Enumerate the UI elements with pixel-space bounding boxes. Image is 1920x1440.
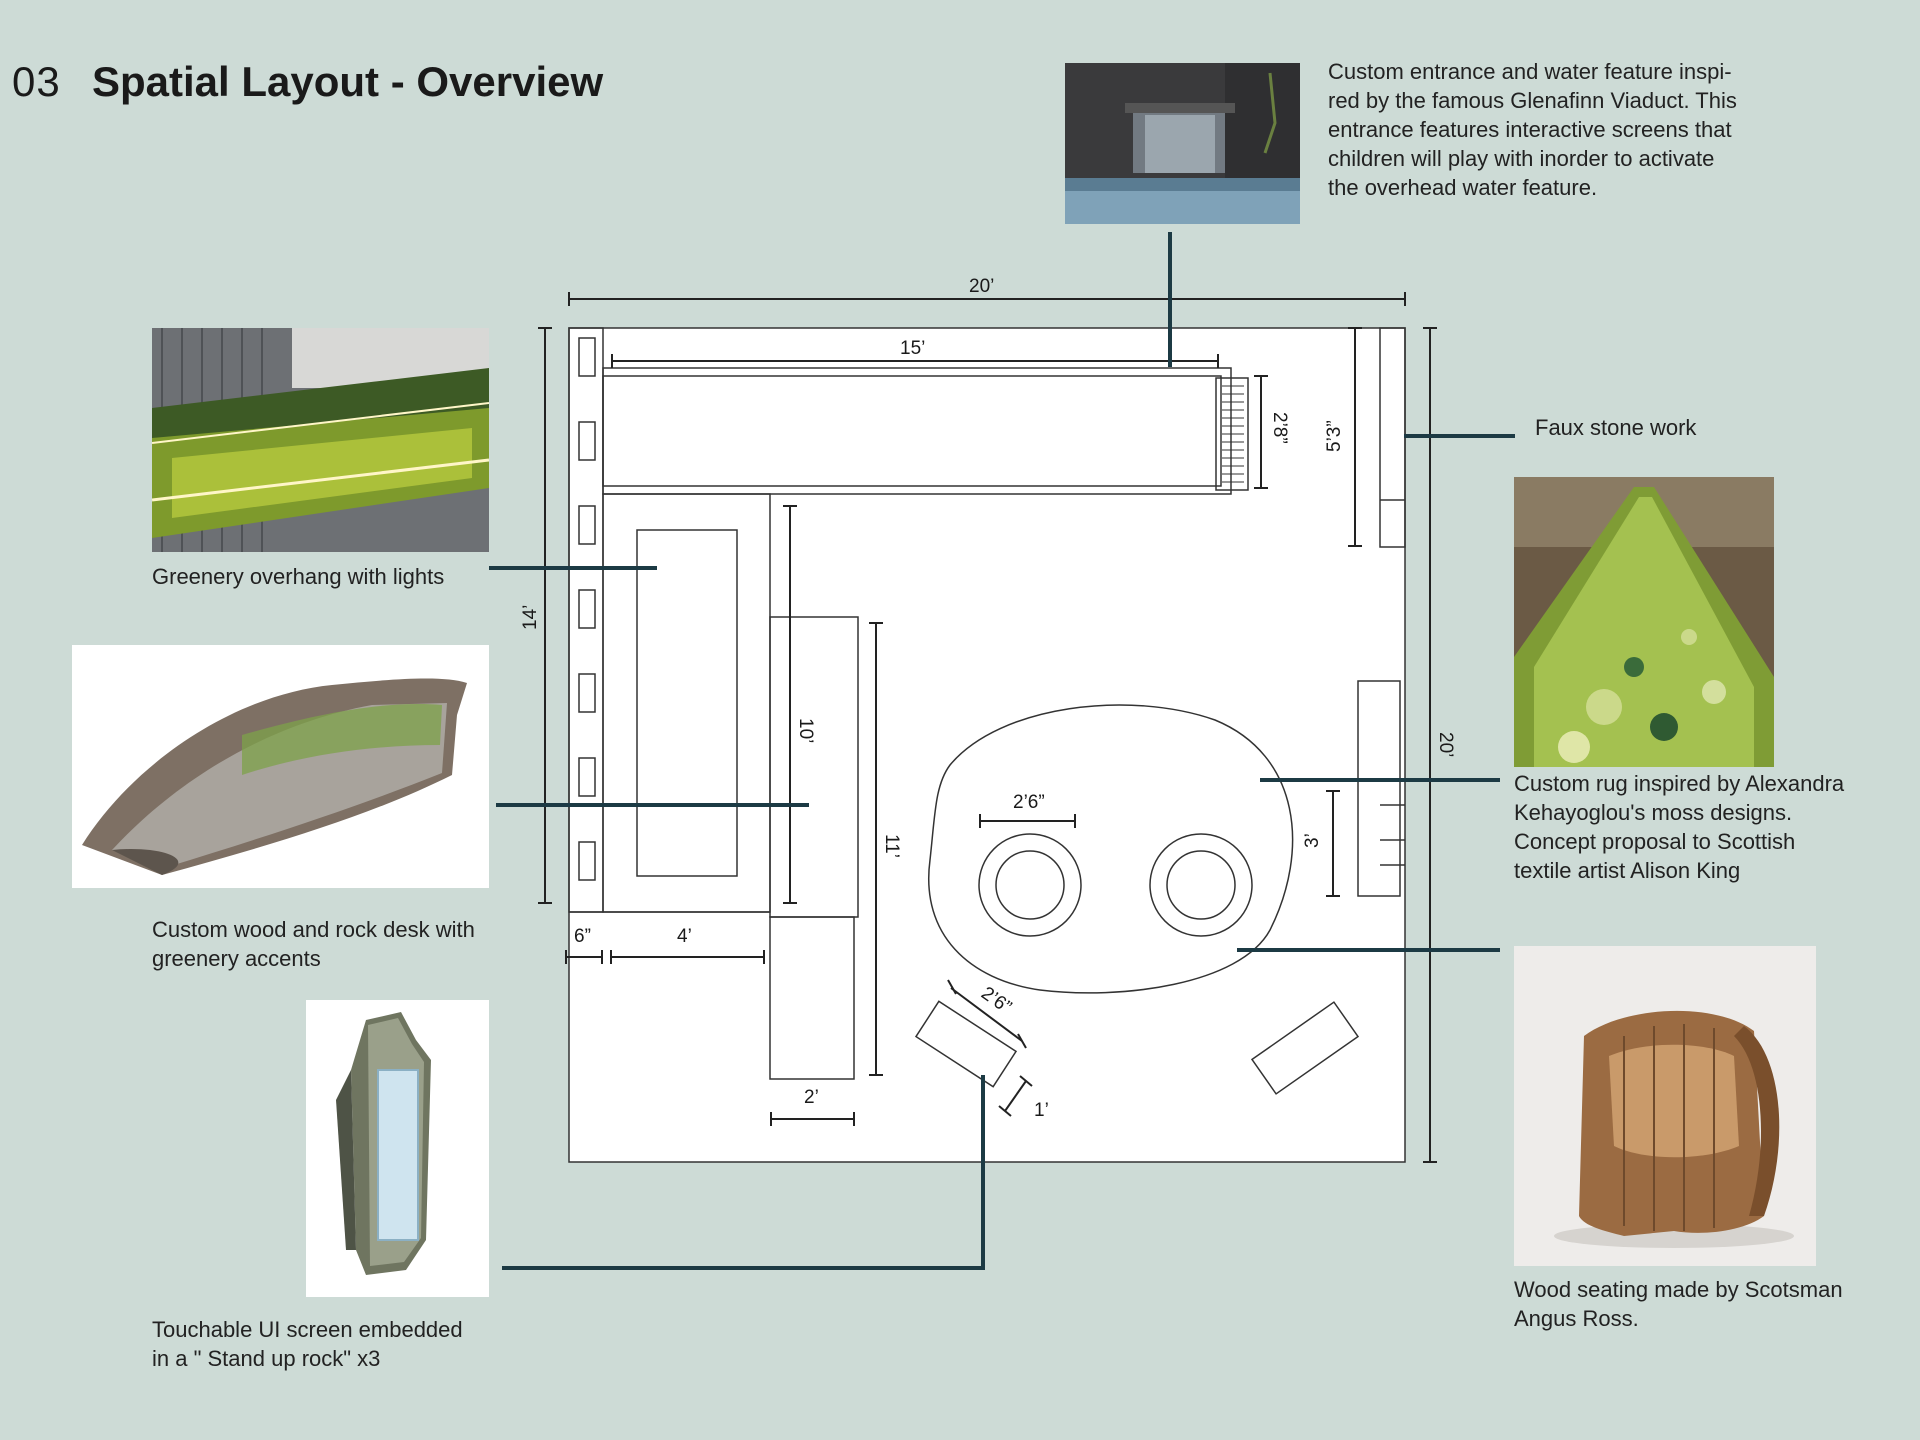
dim-offset-4: 4’: [677, 926, 692, 947]
faux-stone-caption: Faux stone work: [1535, 415, 1697, 440]
moss-rug-photo: [1514, 477, 1774, 767]
water-feature-caption: Custom entrance and water feature inspi-…: [1328, 59, 1737, 200]
dim-left-wall: 14’: [520, 605, 541, 630]
dim-rock-width: 1’: [1034, 1100, 1049, 1121]
desk-top: [636, 529, 738, 877]
section-number: 03: [12, 58, 61, 105]
dim-offset-6: 6”: [574, 926, 591, 947]
dim-overall-width: 20’: [969, 276, 994, 297]
dim-water-depth: 2’8”: [1269, 412, 1290, 444]
right-shelf: [1357, 680, 1401, 897]
dim-water-length: 15’: [900, 338, 925, 359]
water-feature-photo: [1065, 63, 1300, 224]
room-outline: [568, 327, 1406, 1163]
greenery-caption: Greenery overhang with lights: [152, 564, 445, 589]
seating-caption: Wood seating made by Scotsman Angus Ross…: [1514, 1277, 1843, 1331]
dim-counter-length: 11’: [881, 834, 902, 858]
rock-left: [914, 1000, 1018, 1088]
touch-screen-caption: Touchable UI screen embedded in a " Stan…: [152, 1317, 463, 1371]
dim-seat-span: 2’6”: [1013, 792, 1045, 813]
dim-stone-length: 5’3”: [1324, 420, 1345, 452]
rock-right: [1250, 1001, 1360, 1095]
counter-lower: [769, 916, 855, 1080]
dim-right-gap: 3’: [1302, 833, 1323, 848]
dim-overall-depth: 20’: [1435, 732, 1456, 757]
stand-up-rock-sketch: [306, 1000, 489, 1297]
greenery-overhang-photo: [152, 328, 489, 552]
wood-chair-photo: [1514, 946, 1816, 1266]
desk-caption: Custom wood and rock desk with greenery …: [152, 917, 475, 971]
dim-desk-length: 10’: [795, 718, 816, 743]
page-title: Spatial Layout - Overview: [92, 58, 604, 105]
moss-rug: [928, 704, 1294, 994]
leader-touch-screen: [502, 1075, 985, 1270]
dim-counter-width: 2’: [804, 1087, 819, 1108]
seat-right: [1149, 833, 1253, 937]
wood-rock-desk-sketch: [72, 645, 489, 888]
rug-caption: Custom rug inspired by Alexandra Kehayog…: [1514, 771, 1845, 883]
seat-left: [978, 833, 1082, 937]
